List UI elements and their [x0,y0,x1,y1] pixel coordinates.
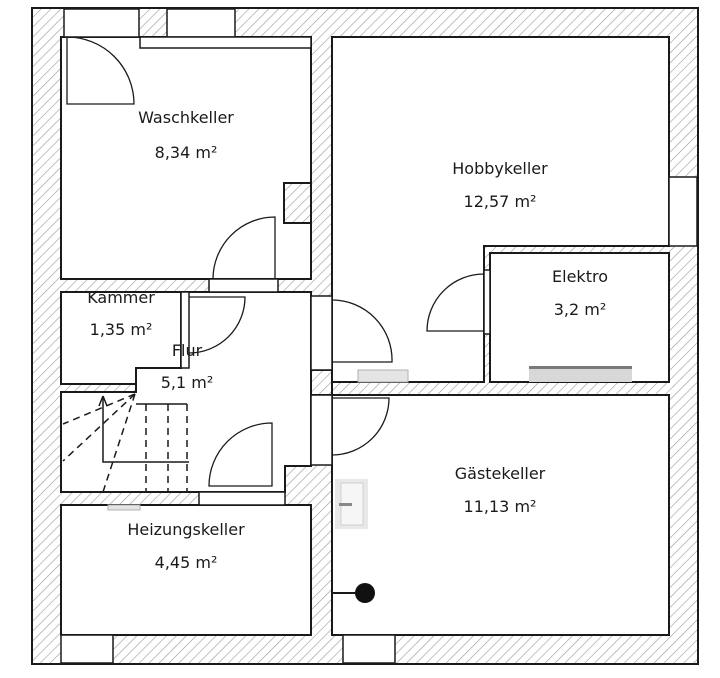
room-label-flur: Flur [171,341,203,360]
room-area-waschkeller: 8,34 m² [154,143,218,162]
radiator [107,504,141,511]
staircase [62,393,189,493]
room-label-waschkeller: Waschkeller [138,108,234,127]
room-label-heizungskeller: Heizungskeller [127,520,245,539]
room-heizungskeller [60,504,312,636]
radiator [357,369,409,383]
room-label-kammer: Kammer [87,288,155,307]
room-label-elektro: Elektro [552,267,608,286]
window [63,8,140,38]
window [342,634,396,664]
window [60,634,114,664]
window [668,176,698,247]
room-waschkeller [60,36,312,280]
room-area-flur: 5,1 m² [160,373,214,392]
room-gaestekeller [331,394,670,636]
lamp-outlet [332,583,375,603]
window [166,8,236,38]
room-elektro [489,252,670,383]
sink [335,479,368,529]
room-area-hobbykeller: 12,57 m² [463,192,537,211]
elektro-panel [529,366,632,382]
radiators [107,369,409,511]
rooms [60,36,670,636]
room-label-hobbykeller: Hobbykeller [452,159,548,178]
windows [60,8,698,664]
room-area-heizungskeller: 4,45 m² [154,553,218,572]
room-area-elektro: 3,2 m² [553,300,607,319]
room-area-kammer: 1,35 m² [89,320,153,339]
door-swings [66,36,485,487]
room-area-gaestekeller: 11,13 m² [463,497,537,516]
room-label-gaestekeller: Gästekeller [454,464,546,483]
